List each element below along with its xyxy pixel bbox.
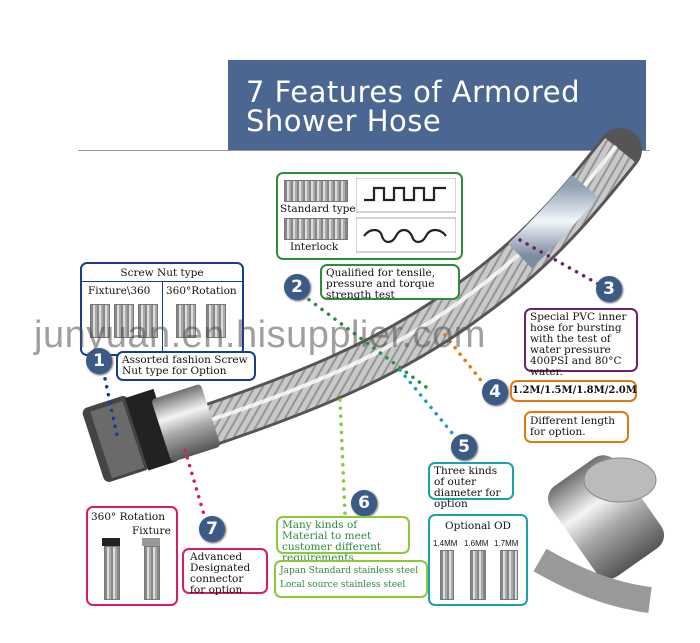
nut-sample-2 [114,304,134,338]
feature-5-callout: Three kinds of outer diameter for option [428,462,514,510]
connector-rotation-label: 360° Rotation [91,511,165,523]
feature-3-badge: 3 [596,276,622,302]
hose-type-box: Standard type Interlock [276,172,463,260]
od-size-3: 1.7MM [494,539,519,548]
nut-sample-5 [206,304,226,338]
title-divider [78,150,650,151]
rotation-connector-sample [104,546,120,600]
feature-4-callout: Different length for option. [524,411,629,443]
feature-3-callout: Special PVC inner hose for bursting with… [524,308,638,378]
interlock-hose-sample [284,218,348,240]
nut-sample-1 [90,304,110,338]
rotation-360-label: 360°Rotation [166,285,237,297]
feature-1-callout: Assorted fashion Screw Nut type for Opti… [116,351,256,381]
connector-fixture-label: Fixture [132,525,171,537]
feature-4-badge: 4 [482,379,508,405]
feature-5-badge: 5 [451,434,477,460]
fixture-connector-sample [144,546,160,600]
hose-end-fitting [533,455,665,613]
interlock-label: Interlock [290,241,339,253]
od-size-1: 1.4MM [433,539,458,548]
material-japan: Japan Standard stainless steel [280,566,419,576]
od-sample-2 [470,550,486,600]
od-sample-3 [500,550,518,600]
od-sample-1 [440,550,454,600]
title-line-2: Shower Hose [246,104,442,138]
nut-sample-3 [138,304,158,338]
watermark: junyuan.en.hisupplier.com [34,314,486,356]
hose-profile-diagram [356,178,456,253]
feature-7-badge: 7 [199,516,225,542]
optional-od-title: Optional OD [445,520,511,532]
connector-box: 360° Rotation Fixture [86,506,178,606]
materials-box: Japan Standard stainless steel Local sou… [274,560,428,598]
fixture-360-label: Fixture\360 [88,285,151,297]
screw-nut-title: Screw Nut type [120,267,204,279]
standard-type-label: Standard type [280,203,356,215]
feature-2-badge: 2 [284,274,310,300]
feature-1-badge: 1 [86,348,112,374]
feature-7-callout: Advanced Designated connector for option [182,548,268,596]
hose-connector [82,384,220,482]
standard-hose-sample [284,180,348,202]
material-local: Local source stainless steel [280,580,406,590]
optional-od-box: Optional OD 1.4MM 1.6MM 1.7MM [428,514,528,606]
lengths-label: 1.2M/1.5M/1.8M/2.0M [510,380,637,402]
feature-2-callout: Qualified for tensile, pressure and torq… [320,264,460,301]
screw-nut-box: Screw Nut type Fixture\360 360°Rotation [80,262,244,356]
title-banner: 7 Features of Armored Shower Hose [228,60,646,150]
nut-sample-4 [176,304,196,338]
feature-6-badge: 6 [351,490,377,516]
feature-6-callout: Many kinds of Material to meet customer … [276,516,410,564]
title-line-1: 7 Features of Armored [246,75,581,109]
od-size-2: 1.6MM [464,539,489,548]
